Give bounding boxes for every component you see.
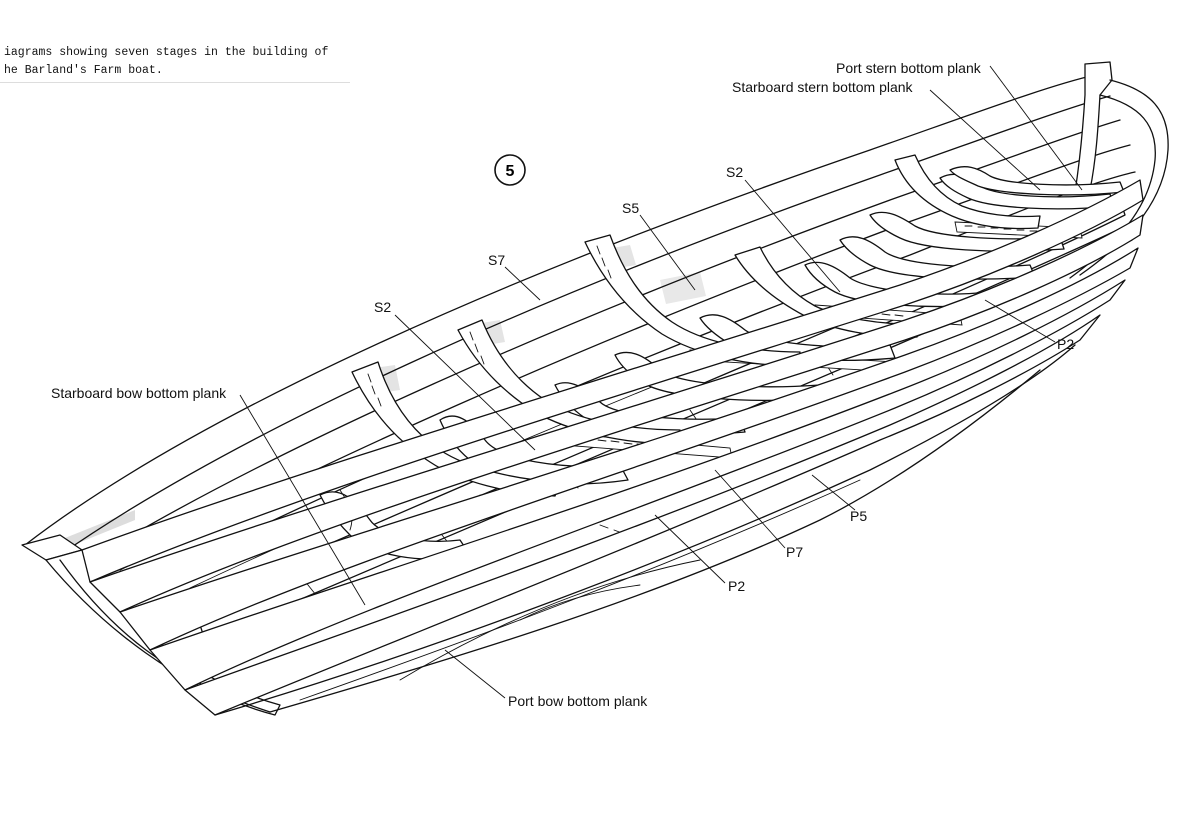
leader-s2-aft	[744, 179, 841, 293]
label-p5: P5	[850, 508, 867, 524]
leader-port-stern	[989, 65, 1083, 191]
leader-starboard-bow	[239, 394, 366, 606]
stage-number-circle	[494, 154, 526, 186]
label-starboard-bow-bottom-plank: Starboard bow bottom plank	[51, 385, 227, 401]
leader-starboard-stern	[929, 89, 1041, 191]
leader-p5	[811, 474, 856, 511]
stage-number-badge: 5	[494, 154, 526, 186]
label-s7: S7	[488, 252, 505, 268]
stage-number-text: 5	[506, 163, 515, 180]
port-side-planking	[81, 179, 1144, 716]
label-port-bow-bottom-plank: Port bow bottom plank	[508, 693, 648, 709]
caption-divider	[0, 82, 350, 83]
leader-p2-fwd	[654, 514, 726, 584]
label-p2-fwd: P2	[728, 578, 745, 594]
label-port-stern-bottom-plank: Port stern bottom plank	[836, 60, 982, 76]
leader-lines	[239, 65, 1083, 699]
label-p7: P7	[786, 544, 803, 560]
label-s2-aft: S2	[726, 164, 743, 180]
leader-p2-aft	[984, 299, 1056, 343]
hull-keel-curves	[269, 369, 1041, 713]
leader-s7	[504, 266, 541, 301]
label-p2-aft: P2	[1057, 336, 1074, 352]
leader-s2-fwd	[394, 314, 536, 451]
leader-port-bow	[444, 649, 506, 699]
label-s5: S5	[622, 200, 639, 216]
frame-stern	[894, 154, 1041, 230]
leader-p7	[714, 469, 786, 549]
label-starboard-stern-bottom-plank: Starboard stern bottom plank	[732, 79, 914, 95]
caption-line-2: he Barland's Farm boat.	[4, 64, 163, 77]
caption-line-1: iagrams showing seven stages in the buil…	[4, 46, 329, 59]
label-s2-fwd: S2	[374, 299, 391, 315]
callout-labels: Port stern bottom plank Starboard stern …	[51, 60, 1074, 709]
leader-s5	[639, 214, 696, 291]
